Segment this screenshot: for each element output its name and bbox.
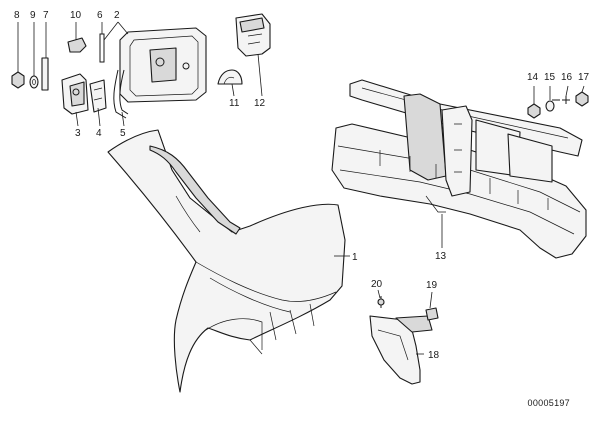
flap-strap[interactable] [113, 69, 129, 119]
rear-side-panel[interactable] [107, 129, 346, 393]
washer-9[interactable] [29, 75, 39, 89]
callout-19[interactable]: 19 [426, 280, 438, 291]
callout-11[interactable]: 11 [229, 98, 240, 109]
clip-19[interactable] [425, 307, 439, 321]
callout-13[interactable]: 13 [435, 251, 447, 262]
callout-14[interactable]: 14 [527, 72, 539, 83]
callout-10[interactable]: 10 [70, 10, 82, 21]
leader-lines [17, 21, 585, 355]
callout-3[interactable]: 3 [75, 128, 81, 139]
clip-7[interactable] [41, 57, 49, 91]
hinge[interactable] [61, 73, 89, 115]
callout-7[interactable]: 7 [43, 10, 49, 21]
fuel-flap-plate[interactable] [119, 27, 207, 103]
hinge-bracket[interactable] [89, 79, 107, 113]
callout-5[interactable]: 5 [120, 128, 126, 139]
diagram-reference-number: 00005197 [527, 398, 570, 408]
callout-15[interactable]: 15 [544, 72, 556, 83]
callout-1[interactable]: 1 [352, 252, 358, 263]
trim-cover-piece[interactable] [369, 315, 433, 385]
screw-16[interactable] [552, 96, 570, 104]
rubber-buffer[interactable] [217, 69, 243, 85]
callout-12[interactable]: 12 [254, 98, 266, 109]
retaining-pin[interactable] [99, 33, 105, 63]
callout-16[interactable]: 16 [561, 72, 573, 83]
nut-14[interactable] [527, 103, 541, 119]
rear-panel-assembly[interactable] [331, 79, 587, 259]
callout-6[interactable]: 6 [97, 10, 103, 21]
clip-10[interactable] [67, 37, 87, 53]
screw-20[interactable] [377, 296, 385, 308]
callout-17[interactable]: 17 [578, 72, 590, 83]
callout-4[interactable]: 4 [96, 128, 102, 139]
callout-20[interactable]: 20 [371, 279, 383, 290]
nut-17[interactable] [575, 91, 589, 107]
callout-2[interactable]: 2 [114, 10, 120, 21]
hex-nut-8[interactable] [11, 71, 25, 89]
callout-8[interactable]: 8 [14, 10, 20, 21]
callout-labels: 8 9 7 10 6 2 3 4 5 11 12 1 13 14 15 16 1… [14, 10, 590, 361]
washer-15[interactable] [545, 100, 555, 112]
bracket-12[interactable] [235, 13, 271, 57]
callout-18[interactable]: 18 [428, 350, 440, 361]
callout-9[interactable]: 9 [30, 10, 36, 21]
